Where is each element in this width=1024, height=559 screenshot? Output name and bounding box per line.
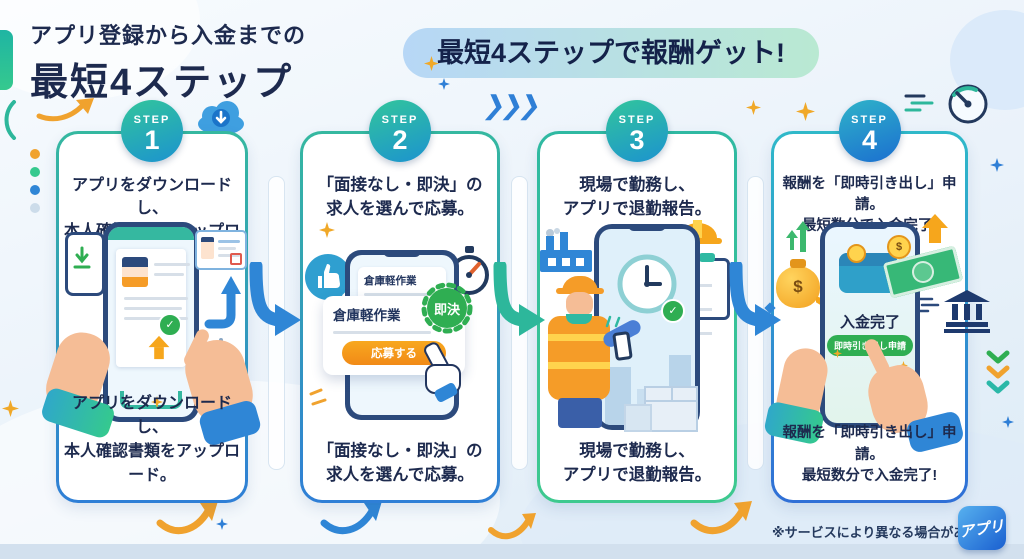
step-badge-label: STEP <box>133 113 171 126</box>
swoosh-arrow-icon <box>488 513 536 540</box>
sparkle-icon <box>1002 416 1014 428</box>
step-4-badge: STEP 4 <box>838 100 901 162</box>
connector-arrow-icon <box>249 262 301 336</box>
app-logo: アプリ <box>958 506 1006 550</box>
check-icon: ✓ <box>661 299 685 323</box>
sparkle-icon <box>796 102 815 121</box>
avatar <box>122 257 148 287</box>
instant-decision-badge: 即決 <box>421 282 473 334</box>
download-phone-icon <box>65 232 105 296</box>
swoosh-arrow-icon <box>320 501 382 535</box>
cloud-download-icon <box>198 101 244 135</box>
connector-arrow-icon <box>729 262 781 336</box>
chevrons-down-icon <box>986 350 1010 394</box>
up-arrow-icon <box>204 276 241 329</box>
step-3-badge: STEP 3 <box>606 100 668 162</box>
step-4-caption: 報酬を「即時引き出し」申請。最短数分で入金完了! <box>782 424 957 485</box>
step-2-badge: STEP 2 <box>369 100 431 162</box>
swoosh-arrow-icon <box>690 501 752 535</box>
speed-lines-icon <box>916 297 940 313</box>
upload-tray-icon <box>120 391 182 409</box>
teal-squiggle-icon <box>4 100 16 140</box>
step-badge-number: 2 <box>392 124 408 155</box>
step-badge-number: 1 <box>144 124 160 155</box>
step-badge-label: STEP <box>381 113 419 126</box>
id-document: ✓ <box>116 249 190 367</box>
step-badge-label: STEP <box>618 113 656 126</box>
step-badge-number: 3 <box>629 124 645 155</box>
page-title: アプリ登録から入金までの 最短4ステップ <box>30 18 306 106</box>
speed-lines-icon <box>904 94 934 112</box>
check-icon: ✓ <box>158 313 182 337</box>
swoosh-arrow-icon <box>156 501 218 535</box>
step-2-card: STEP 2 「面接なし・即決」の求人を選んで応募。 <box>300 100 500 503</box>
sparkle-icon <box>319 222 335 238</box>
sparkle-icon <box>438 78 450 90</box>
boxes-icon <box>644 386 698 432</box>
money-bag-icon: $ <box>776 266 820 308</box>
sparkle-icon <box>746 100 761 115</box>
sparkle-icon <box>2 400 19 417</box>
step-4-illustration: $ $ 入金完了 <box>763 214 966 455</box>
step-4-card: STEP 4 報酬を「即時引き出し」申請。最短数分で入金完了! $ <box>763 100 968 503</box>
sparkle-icon <box>990 158 1004 172</box>
swoosh-arrow-icon <box>36 98 94 122</box>
step-3-headline: 現場で勤務し、アプリで退勤報告。 <box>562 176 712 218</box>
step-3-illustration: ✓ ✓ ✓ <box>540 220 734 432</box>
id-card-icon <box>195 230 247 270</box>
step-3-caption: 現場で勤務し、アプリで退勤報告。 <box>562 441 712 485</box>
up-arrow-icon <box>922 214 948 243</box>
sparkle-icon <box>833 349 842 358</box>
speed-chevrons-icon: ❯❯❯ <box>480 90 541 120</box>
cursor-hand-icon <box>419 340 465 404</box>
factory-icon <box>540 228 592 272</box>
step-1-caption: アプリをダウンロードし、本人確認書類をアップロード。 <box>63 395 240 484</box>
speedometer-icon <box>948 84 988 124</box>
clock-icon <box>617 254 677 314</box>
step-1-card: STEP 1 アプリをダウンロードし、本人確認書類をアップロード。 <box>39 100 263 503</box>
step-1-illustration: ✓ <box>39 220 263 448</box>
step-badge-number: 4 <box>861 124 878 155</box>
scan-phone-illustration: ✓ <box>103 222 199 422</box>
app-logo-text: アプリ <box>958 517 1006 541</box>
thumbs-up-icon <box>305 254 351 305</box>
bottom-band <box>0 544 1024 559</box>
bank-icon <box>944 290 990 333</box>
step-2-headline: 「面接なし・即決」の求人を選んで応募。 <box>317 176 483 218</box>
clock-phone: ✓ <box>594 224 700 430</box>
step-badge-label: STEP <box>851 113 888 126</box>
box-icon <box>624 404 652 432</box>
title-accent-bar <box>0 30 13 90</box>
notification-lines-icon <box>605 315 621 328</box>
title-line-1: アプリ登録から入金までの <box>30 23 307 48</box>
step-1-badge: STEP 1 <box>121 100 183 162</box>
banner-pill: 最短4ステップで報酬ゲット! <box>403 28 820 78</box>
coin-icon: $ <box>887 235 911 259</box>
growth-arrows-icon <box>786 221 810 252</box>
upload-arrow-icon <box>148 335 170 360</box>
step-2-caption: 「面接なし・即決」の求人を選んで応募。 <box>317 441 483 485</box>
worker-illustration <box>540 274 644 430</box>
connector-arrow-icon <box>493 262 545 336</box>
payout-status-text: 入金完了 <box>839 314 900 331</box>
disclaimer-note: ※サービスにより異なる場合があります <box>772 525 1006 540</box>
step-3-card: STEP 3 現場で勤務し、アプリで退勤報告。 <box>537 100 737 503</box>
step-2-illustration: 倉庫軽作業 イベントスタッフ 倉庫軽作業 応募する <box>303 220 497 430</box>
title-line-2: 最短4ステップ <box>30 62 294 104</box>
accent-lines-icon <box>309 388 327 406</box>
